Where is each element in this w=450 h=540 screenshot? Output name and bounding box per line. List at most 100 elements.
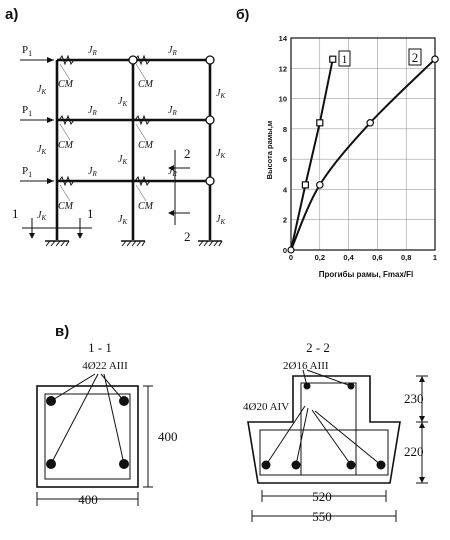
section-11-title: 1 - 1 (88, 340, 112, 355)
curve-1-tag: 1 (342, 52, 348, 66)
spring-middle-top (134, 54, 151, 66)
cut-2-label-top: 2 (184, 146, 191, 161)
column-stirrup (44, 393, 131, 480)
jr-label: JR (168, 166, 177, 178)
jr-label: JR (88, 105, 97, 117)
y-tick-label: 2 (283, 216, 287, 225)
jr-label: JR (88, 45, 97, 57)
jr-label: JR (88, 166, 97, 178)
cm-label: CM (58, 79, 74, 90)
y-tick-label: 12 (279, 64, 287, 73)
spring-left-middle (58, 114, 75, 126)
section-22-rebar-top: 2Ø16 AIII (283, 360, 329, 372)
cm-label: CM (58, 140, 74, 151)
beam-outline (247, 375, 401, 484)
chart-series (287, 55, 439, 254)
curve-1-tag-box (338, 50, 351, 67)
origin-point (287, 246, 295, 254)
section-22-dim-lower: 220 (404, 444, 424, 459)
cm-label: CM (58, 201, 74, 212)
jk-label: JK (216, 214, 225, 226)
y-tick-label: 6 (283, 155, 287, 164)
curve-2-tag-box (408, 48, 422, 66)
y-tick-label: 10 (279, 95, 287, 104)
jr-label: JR (168, 45, 177, 57)
cut-1-label-right: 1 (87, 206, 94, 221)
beam-labels: JR JR JR JR JR JR (88, 45, 177, 178)
sections-panel: в) 1 - 1 4Ø22 AIII 400 400 2 - 2 2Ø16 AI… (36, 323, 428, 524)
load-p1-bottom: P1 (22, 165, 32, 179)
top-rebar-leaders (302, 369, 352, 387)
chart-axes (290, 37, 436, 251)
section-11-width: 400 (78, 492, 98, 507)
loads: P1 P1 P1 (20, 44, 54, 184)
series-1-point (329, 55, 337, 63)
cut-2-label-bottom: 2 (184, 229, 191, 244)
x-tick-label: 0,2 (315, 253, 325, 262)
cut-1-label-left: 1 (12, 206, 19, 221)
series-1-point (301, 181, 309, 189)
jk-label: JK (37, 210, 46, 222)
load-p1-top: P1 (22, 44, 32, 58)
series-2-point (315, 181, 324, 189)
section-cut-1: 1 1 (12, 206, 94, 239)
x-tick-label: 1 (433, 253, 437, 262)
y-tick-label: 8 (283, 125, 287, 134)
section-2-2: 2 - 2 2Ø16 AIII 4Ø20 AIV 520 550 (243, 340, 428, 524)
x-tick-label: 0,4 (343, 253, 354, 262)
y-axis-label: Высота рамы,м (265, 120, 274, 179)
spring-left-bottom (58, 175, 75, 187)
y-tick-label: 4 (283, 185, 288, 194)
jk-label: JK (118, 154, 127, 166)
spring-connections (58, 54, 151, 187)
jk-label: JK (118, 214, 127, 226)
x-tick-label: 0,6 (372, 253, 382, 262)
cm-label: CM (138, 79, 154, 90)
x-tick-label: 0 (289, 253, 293, 262)
cm-label: CM (138, 201, 154, 212)
section-22-dim-upper: 230 (404, 391, 424, 406)
jk-label: JK (216, 148, 225, 160)
section-22-rebar-bottom: 4Ø20 AIV (243, 401, 289, 413)
supports (45, 240, 223, 247)
cm-label: CM (138, 140, 154, 151)
hinge-right-bottom (205, 176, 215, 186)
column-outline (36, 385, 139, 488)
hinge-right-top (205, 55, 215, 65)
panel-c-label: в) (55, 323, 69, 340)
plot-frame (290, 37, 436, 251)
spring-left-top (58, 54, 75, 66)
section-22-title: 2 - 2 (306, 340, 330, 355)
series-2-point (431, 55, 439, 64)
hinge-middle-top (128, 55, 138, 65)
jk-label: JK (37, 84, 46, 96)
column-labels: JK JK JK JK JK JK JK JK JK (37, 84, 225, 226)
series-2-point (366, 119, 375, 127)
beam-stirrup-outer (259, 429, 389, 476)
frame-panel: a) (5, 6, 225, 247)
spring-middle-middle (134, 114, 151, 126)
cm-labels: CM CM CM CM CM CM (58, 63, 154, 212)
jk-label: JK (118, 96, 127, 108)
curve-2-tag: 2 (412, 50, 419, 65)
bottom-rebar-leaders (265, 405, 382, 466)
section-1-1: 1 - 1 4Ø22 AIII 400 400 (36, 340, 178, 507)
section-11-rebar: 4Ø22 AIII (82, 360, 128, 372)
hinge-right-middle (205, 115, 215, 125)
x-axis-label: Прогибы рамы, Fmax/Fl (319, 270, 414, 279)
series-2-line (290, 58, 436, 251)
section-cut-2: 2 2 (168, 146, 191, 244)
y-tick-label: 14 (279, 34, 288, 43)
load-p1-middle: P1 (22, 104, 32, 118)
rebar-leaders (50, 373, 125, 465)
series-1-line (290, 59, 334, 251)
jk-label: JK (37, 144, 46, 156)
section-22-width-outer: 550 (312, 509, 332, 524)
spring-middle-bottom (134, 175, 151, 187)
series-1-point (316, 119, 324, 127)
chart-grid (290, 37, 436, 251)
jk-label: JK (216, 88, 225, 100)
